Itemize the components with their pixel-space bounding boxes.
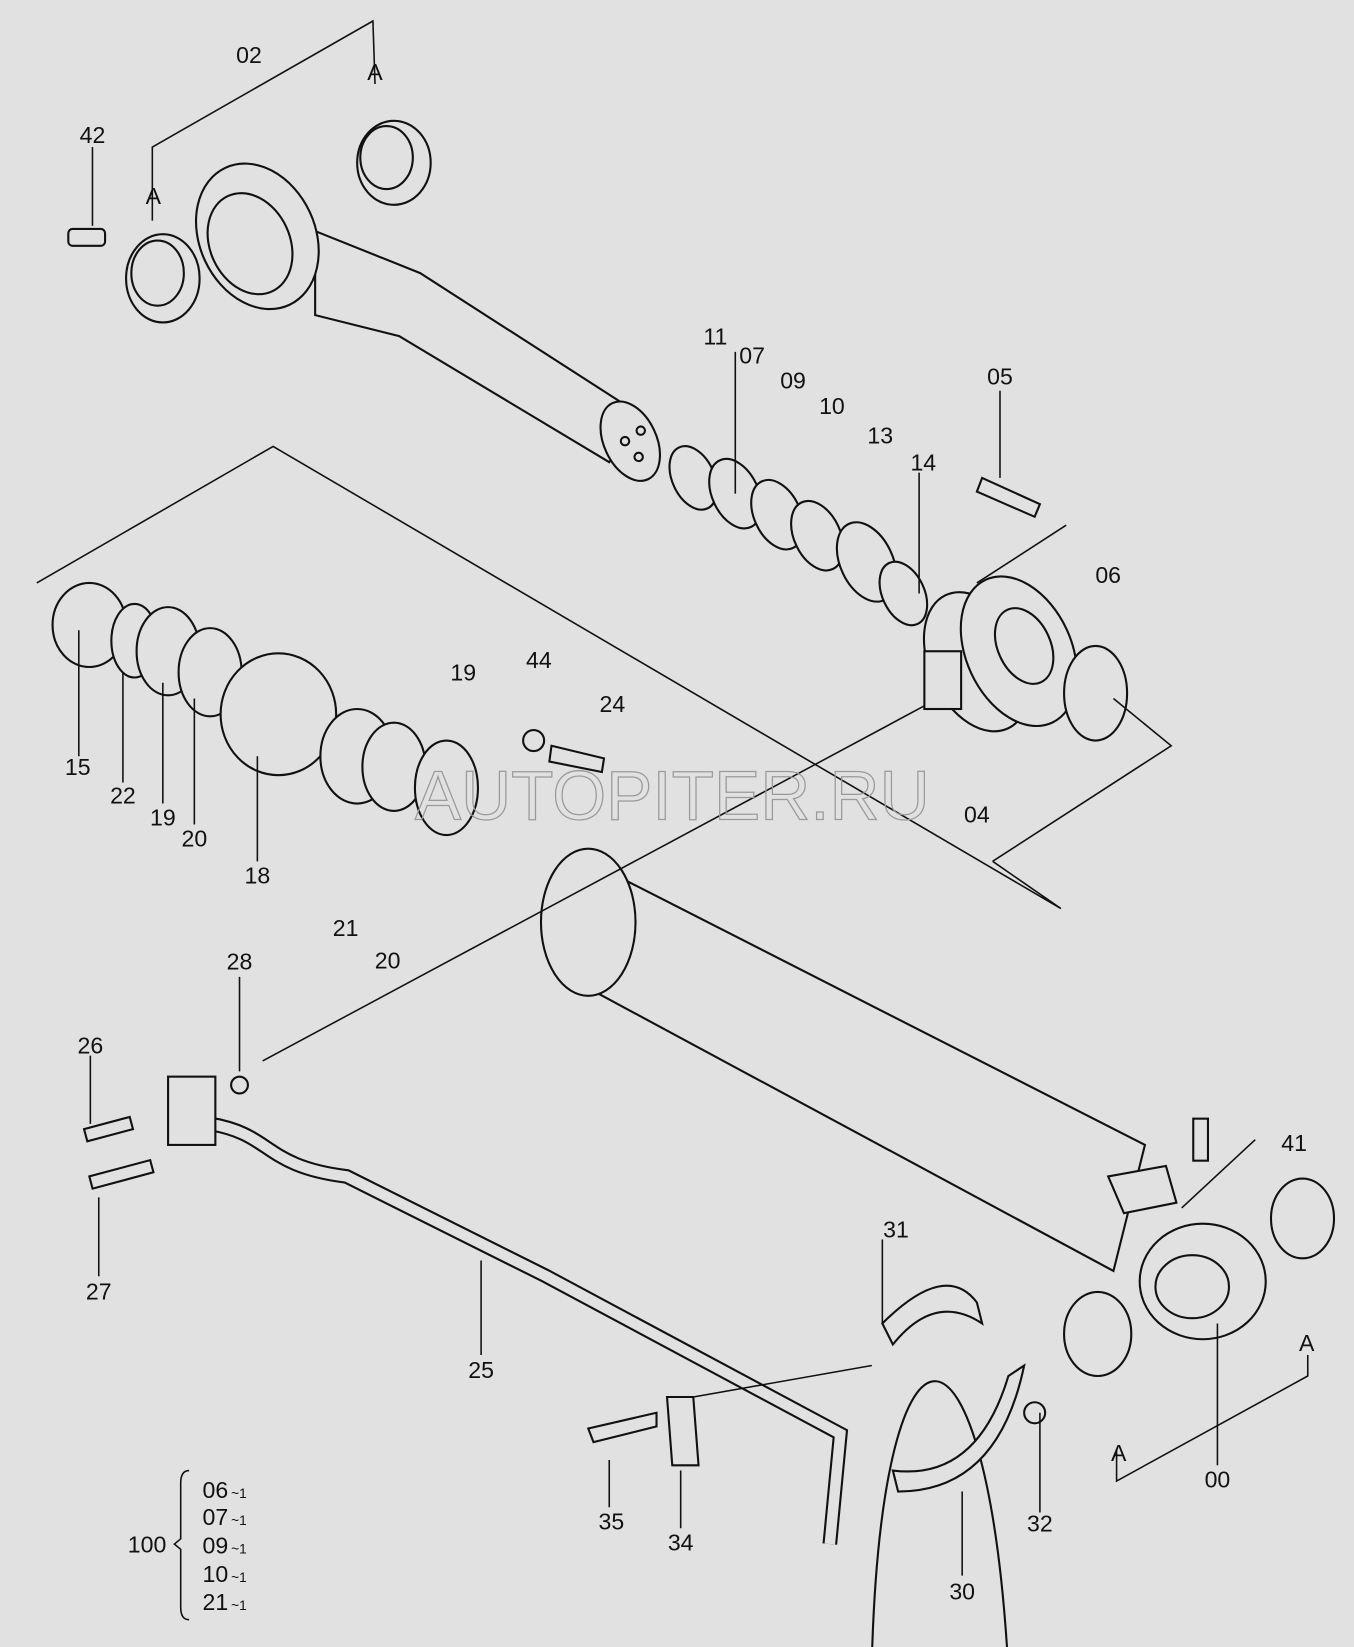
callout-04: 04 <box>964 801 990 827</box>
callout-41: 41 <box>1281 1130 1307 1156</box>
kit-number: 100 <box>128 1531 167 1557</box>
svg-text:07: 07 <box>203 1504 229 1530</box>
kit-item: 10~1 <box>203 1561 247 1587</box>
kit-item: 09~1 <box>203 1533 247 1559</box>
svg-text:06: 06 <box>203 1477 229 1503</box>
callout-19: 19 <box>150 805 176 831</box>
piston-parts <box>51 581 606 837</box>
callout-00: 00 <box>1205 1466 1231 1492</box>
grease-fitting-42 <box>67 227 107 247</box>
seal-rings-11-14 <box>668 445 929 627</box>
svg-text:~1: ~1 <box>231 1542 247 1557</box>
callout-06: 06 <box>1095 562 1121 588</box>
kit-item: 21~1 <box>203 1589 247 1615</box>
grease-fitting-41 <box>1192 1117 1210 1162</box>
kit-item: 07~1 <box>203 1504 247 1530</box>
cylinder-tube-00 <box>539 847 1267 1341</box>
callout-13: 13 <box>867 422 893 448</box>
svg-text:~1: ~1 <box>231 1486 247 1501</box>
callout-28: 28 <box>227 949 253 975</box>
o-ring-06 <box>1063 644 1129 742</box>
bolt-05 <box>975 476 1042 519</box>
pipe-25 <box>167 1075 849 1545</box>
cylinder-head-04 <box>922 575 1079 733</box>
callout-24: 24 <box>600 691 626 717</box>
callout-19: 19 <box>450 660 476 686</box>
callout-35: 35 <box>599 1508 625 1534</box>
svg-text:~1: ~1 <box>231 1570 247 1585</box>
svg-text:~1: ~1 <box>231 1598 247 1613</box>
svg-text:~1: ~1 <box>231 1513 247 1528</box>
callout-30: 30 <box>949 1579 975 1605</box>
callout-05: 05 <box>987 363 1013 389</box>
clamps-30-31-34 <box>586 1284 1047 1647</box>
svg-text:10: 10 <box>203 1561 229 1587</box>
callout-20: 20 <box>375 947 401 973</box>
kit-item: 06~1 <box>203 1477 247 1503</box>
callout-27: 27 <box>86 1278 112 1304</box>
callout-15: 15 <box>65 754 91 780</box>
callout-labels: 02 A 42 A 11 07 09 10 13 14 05 06 04 15 … <box>65 42 1315 1605</box>
callout-11: 11 <box>703 324 727 350</box>
svg-text:09: 09 <box>203 1533 229 1559</box>
kit-legend: 100 06~1 07~1 09~1 10~1 21~1 <box>128 1469 247 1621</box>
callout-a: A <box>1111 1440 1127 1466</box>
bushing-a-left <box>125 233 201 324</box>
callout-32: 32 <box>1027 1510 1053 1536</box>
bushing-a-top <box>356 119 432 206</box>
callout-31: 31 <box>883 1216 909 1242</box>
callout-34: 34 <box>668 1529 694 1555</box>
bushings-a-right <box>1063 1177 1336 1378</box>
callout-10: 10 <box>819 393 845 419</box>
callout-21: 21 <box>333 915 359 941</box>
callout-44: 44 <box>526 647 552 673</box>
callout-42: 42 <box>80 122 106 148</box>
callout-07: 07 <box>739 342 765 368</box>
callout-25: 25 <box>468 1357 494 1383</box>
callout-02: 02 <box>236 42 262 68</box>
leader-lines <box>36 19 1309 1576</box>
svg-text:21: 21 <box>203 1589 229 1615</box>
callout-26: 26 <box>78 1033 104 1059</box>
callout-a: A <box>146 183 162 209</box>
callout-a: A <box>1299 1330 1315 1356</box>
piston-rod-02 <box>194 162 662 482</box>
callout-14: 14 <box>910 450 936 476</box>
callout-a: A <box>367 59 383 85</box>
callout-18: 18 <box>245 862 271 888</box>
watermark: AUTOPITER.RU <box>415 756 930 834</box>
callout-20: 20 <box>182 826 208 852</box>
callout-09: 09 <box>780 368 806 394</box>
callout-22: 22 <box>110 783 136 809</box>
bolts-26-27 <box>82 1115 155 1190</box>
